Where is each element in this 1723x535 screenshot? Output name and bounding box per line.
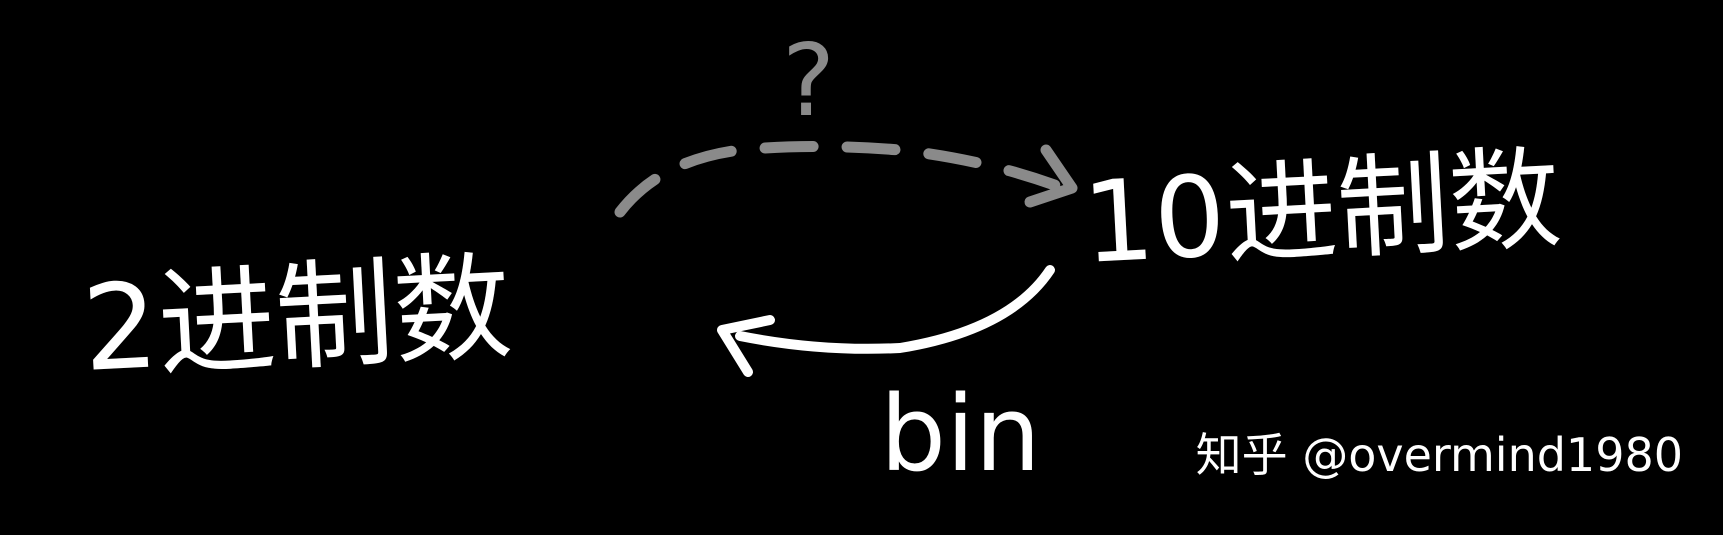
dashed-arrow-head [1024, 144, 1078, 208]
solid-arrow-curve [735, 265, 1055, 354]
dashed-arrow-curve [614, 141, 1074, 218]
node-binary-label: 2进制数 [79, 238, 515, 398]
dashed-arrow-binary-to-decimal [614, 141, 1078, 218]
watermark-text: 知乎 @overmind1980 [1195, 428, 1683, 482]
solid-arrow-head [717, 315, 775, 377]
bin-label: bin [880, 373, 1041, 495]
node-decimal-label: 10进制数 [1080, 134, 1565, 289]
solid-arrow-decimal-to-binary [717, 265, 1055, 377]
question-mark-label: ? [782, 22, 835, 139]
